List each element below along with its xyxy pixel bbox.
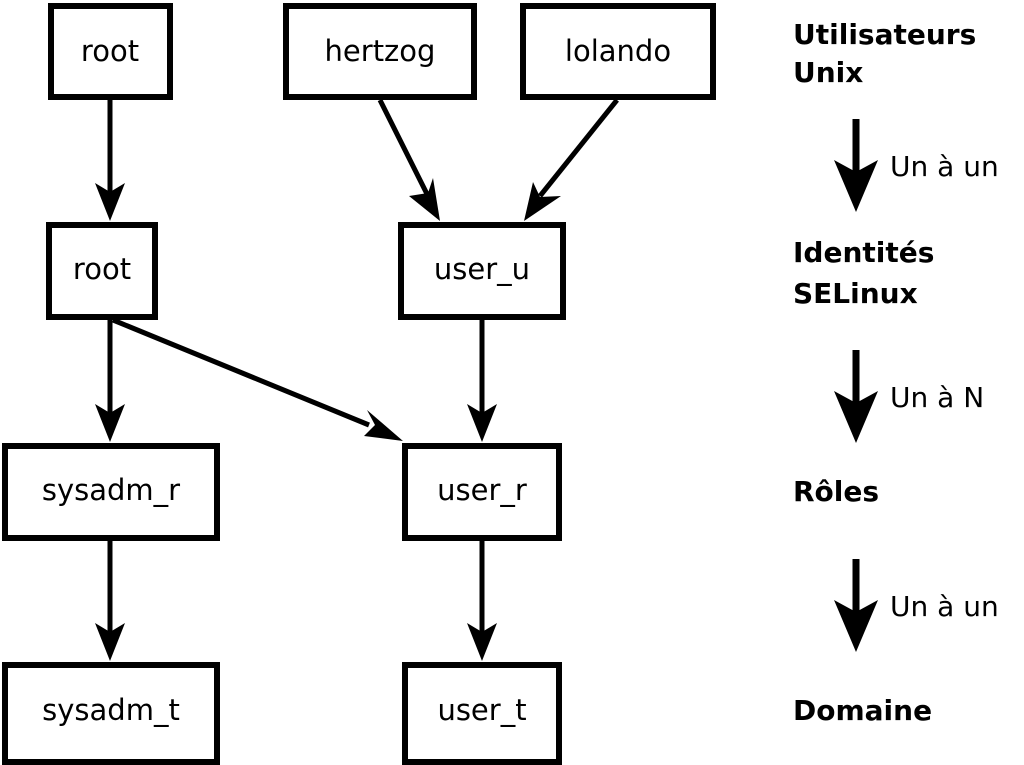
- legend-stage-identites: Identités SELinux: [793, 236, 934, 310]
- legend-relation-label-1: Un à un: [890, 150, 999, 183]
- node-role-sysadm-r-label: sysadm_r: [42, 473, 180, 507]
- node-identity-user-u[interactable]: user_u: [398, 222, 566, 320]
- edge-user-r-to-user-t: [467, 541, 497, 661]
- legend-stage-identites-line2: SELinux: [793, 277, 918, 310]
- edge-sysadm-r-to-sysadm-t: [95, 541, 125, 661]
- legend-stage-roles: Rôles: [793, 475, 879, 508]
- edge-id-root-to-sysadm-r: [95, 320, 125, 442]
- node-domain-user-t-label: user_t: [437, 693, 526, 727]
- node-identity-user-u-label: user_u: [434, 252, 530, 286]
- legend-stage-domaine-line1: Domaine: [793, 694, 932, 727]
- node-unix-lolando-label: lolando: [565, 34, 671, 68]
- node-role-sysadm-r[interactable]: sysadm_r: [2, 443, 220, 541]
- legend-stage-identites-line1: Identités: [793, 236, 934, 269]
- node-identity-root-label: root: [73, 252, 131, 286]
- node-domain-sysadm-t-label: sysadm_t: [42, 693, 180, 727]
- node-unix-root[interactable]: root: [48, 3, 173, 100]
- edge-id-root-to-user-r: [112, 317, 403, 441]
- legend-relation-label-2: Un à N: [890, 381, 984, 414]
- node-role-user-r-label: user_r: [437, 473, 527, 507]
- edge-hertzog-to-user-u: [377, 98, 440, 221]
- node-domain-user-t[interactable]: user_t: [402, 662, 562, 765]
- legend-stage-unix-line1: Utilisateurs: [793, 18, 976, 51]
- legend-arrow-one-to-one-1: Un à un: [834, 119, 999, 212]
- node-domain-sysadm-t[interactable]: sysadm_t: [2, 662, 220, 765]
- node-unix-hertzog[interactable]: hertzog: [283, 3, 477, 100]
- legend-relation-label-3: Un à un: [890, 590, 999, 623]
- edge-unix-root-to-id-root: [95, 100, 125, 221]
- node-unix-lolando[interactable]: lolando: [520, 3, 716, 100]
- node-unix-root-label: root: [81, 34, 139, 68]
- node-unix-hertzog-label: hertzog: [325, 34, 436, 68]
- legend-stage-unix: Utilisateurs Unix: [793, 18, 976, 89]
- edge-lolando-to-user-u: [524, 98, 619, 221]
- legend-stage-roles-line1: Rôles: [793, 475, 879, 508]
- legend-stage-domaine: Domaine: [793, 694, 932, 727]
- legend-arrow-one-to-n: Un à N: [834, 350, 984, 443]
- legend-stage-unix-line2: Unix: [793, 56, 863, 89]
- edge-user-u-to-user-r: [467, 320, 497, 442]
- node-role-user-r[interactable]: user_r: [402, 443, 562, 541]
- legend-arrow-one-to-one-2: Un à un: [834, 559, 999, 652]
- node-identity-root[interactable]: root: [46, 222, 158, 320]
